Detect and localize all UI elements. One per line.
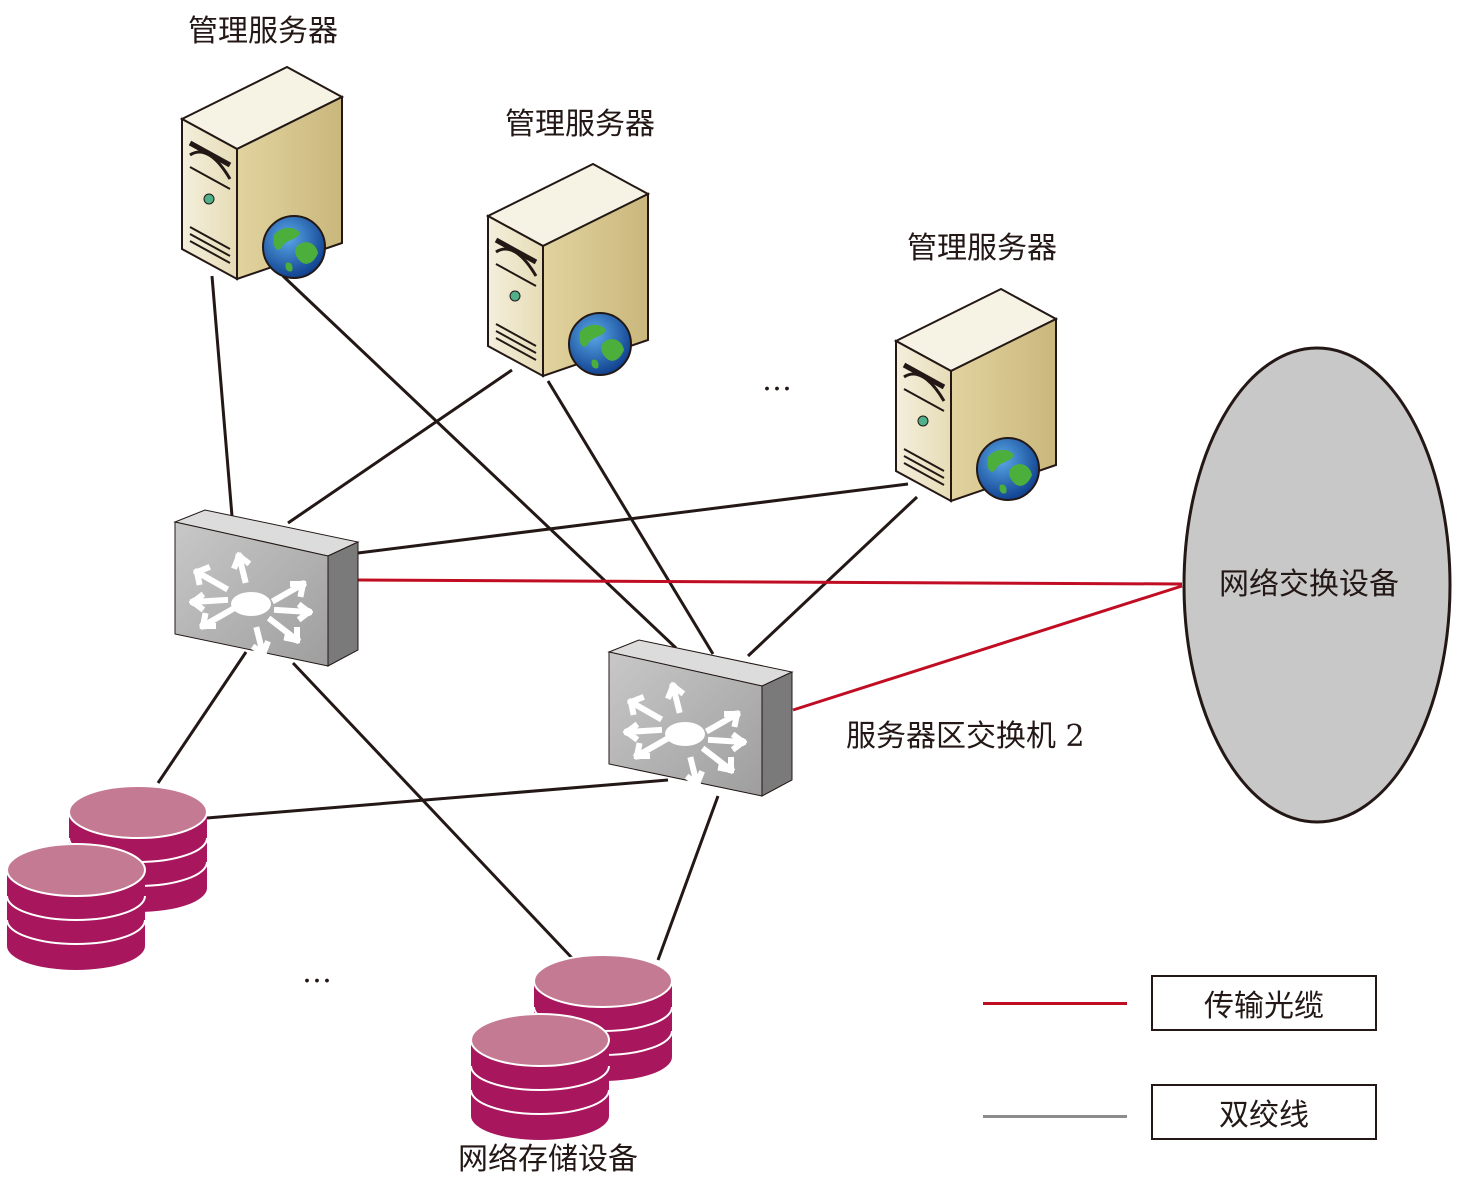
link-server1-switch1 <box>210 275 234 517</box>
legend-fiber-box: 传输光缆 <box>1151 975 1377 1031</box>
link-server1-switch2 <box>281 274 678 650</box>
label-storage-ellipsis: … <box>302 955 332 990</box>
legend-twisted-pair-box: 双绞线 <box>1151 1084 1377 1140</box>
label-servers-ellipsis: … <box>762 363 792 398</box>
storage-disk-1b <box>6 843 146 971</box>
fiber-switch1-exchange <box>357 578 1183 586</box>
link-server3-switch2 <box>746 495 919 658</box>
link-switch2-storage2 <box>656 795 720 961</box>
switch-1 <box>175 510 358 666</box>
label-network-storage: 网络存储设备 <box>458 1142 638 1177</box>
link-switch1-storage1 <box>156 651 248 784</box>
legend-fiber-line <box>983 1002 1127 1005</box>
network-exchange-cloud <box>1182 346 1452 824</box>
legend-twisted-pair-line <box>983 1115 1127 1118</box>
management-server-3 <box>896 289 1056 501</box>
legend-fiber-label: 传输光缆 <box>1204 989 1324 1024</box>
server-zone-switch-2 <box>609 640 792 796</box>
label-server-1: 管理服务器 <box>188 14 338 49</box>
label-server-zone-switch-2: 服务器区交换机 2 <box>846 719 1085 754</box>
fiber-switch2-exchange <box>792 584 1183 712</box>
label-server-3: 管理服务器 <box>907 231 1057 266</box>
label-network-exchange: 网络交换设备 <box>1219 567 1399 602</box>
link-server2-switch1 <box>287 368 513 525</box>
link-switch1-storage2 <box>291 661 574 960</box>
storage-disk-2b <box>470 1013 610 1141</box>
label-server-2: 管理服务器 <box>505 107 655 142</box>
management-server-1 <box>182 67 342 279</box>
legend-twisted-pair-label: 双绞线 <box>1219 1098 1309 1133</box>
management-server-2 <box>488 164 648 376</box>
link-server3-switch1 <box>357 482 909 555</box>
link-switch2-storage1 <box>206 778 669 820</box>
